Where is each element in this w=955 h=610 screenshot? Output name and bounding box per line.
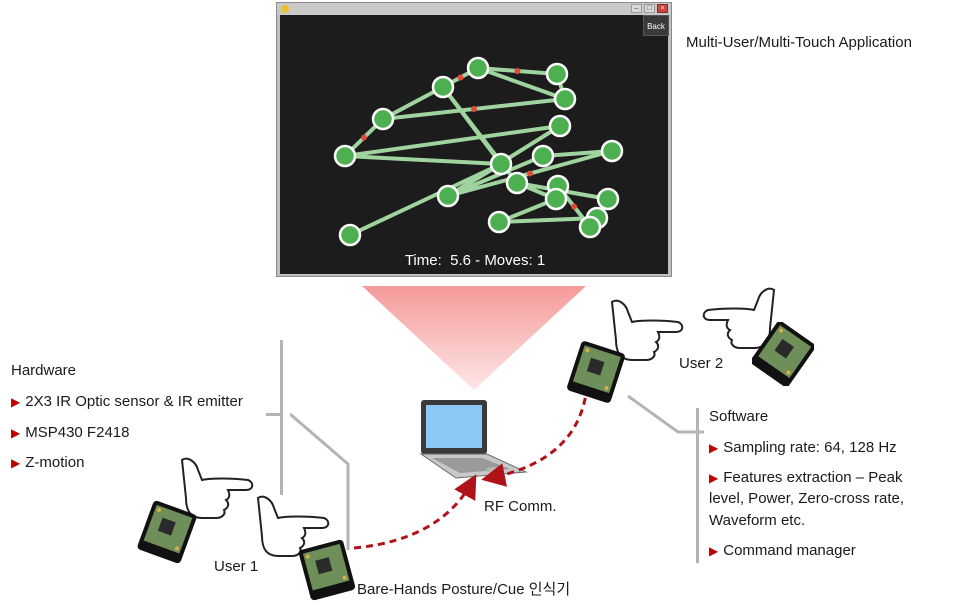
window-controls: – □ × [631,4,668,13]
graph-node[interactable] [489,152,513,176]
bullet-triangle-icon: ▶ [11,456,21,470]
projection-cone [362,286,586,390]
graph-node[interactable] [466,56,490,80]
software-item-continued: Waveform etc. [709,512,806,529]
graph-node[interactable] [436,184,460,208]
graph-node[interactable] [596,187,620,211]
moves-label: Moves: [484,252,533,269]
graph-node[interactable] [578,215,602,239]
software-bracket-line [696,408,699,563]
rf-comm-label: RF Comm. [484,498,557,515]
hand-pointing-icon [702,287,776,349]
sensor-board-icon [567,341,625,403]
bullet-triangle-icon: ▶ [709,544,719,558]
bullet-triangle-icon: ▶ [11,426,21,440]
graph-edge [542,149,613,158]
software-item-continued: level, Power, Zero-cross rate, [709,490,905,507]
time-label: Time: [404,252,442,269]
app-caption: Multi-User/Multi-Touch Application [686,34,912,51]
software-item: ▶Features extraction – Peak [709,469,903,486]
bullet-triangle-icon: ▶ [709,441,719,455]
minimize-icon[interactable]: – [631,4,642,13]
rf-arrows [353,385,589,550]
close-icon[interactable]: × [657,4,668,13]
graph-edge [477,66,566,101]
edge-crossing-marker [514,68,521,74]
hardware-item: ▶MSP430 F2418 [11,424,130,441]
sensor-board-icon [752,322,814,386]
graph-node[interactable] [600,139,624,163]
leader-line [627,394,704,434]
edge-crossing-marker [471,106,477,112]
user2-label: User 2 [679,355,724,372]
graph-node[interactable] [338,223,362,247]
node-graph[interactable] [280,15,668,274]
graph-edge [498,216,598,224]
graph-node[interactable] [545,62,569,86]
graph-node[interactable] [505,171,529,195]
software-item: ▶Command manager [709,542,856,559]
bullet-triangle-icon: ▶ [11,395,21,409]
moves-value: 1 [536,252,546,269]
hand-pointing-icon [256,495,330,557]
edge-crossing-marker [527,170,533,177]
hardware-bracket-tick [266,413,280,416]
graph-node[interactable] [544,187,568,211]
graph-node[interactable] [487,210,511,234]
software-heading: Software [709,408,769,425]
edge-crossing-marker [571,203,577,210]
graph-edge [382,85,444,121]
sensor-board-icon [298,539,356,601]
recognizer-label: Bare-Hands Posture/Cue 인식기 [357,581,571,598]
sensor-board-icon [137,500,197,564]
hand-pointing-icon [180,457,254,519]
hardware-heading: Hardware [11,362,77,379]
hardware-bracket-line [280,340,283,495]
edge-crossing-marker [457,74,464,81]
hardware-item: ▶Z-motion [11,454,85,471]
graph-node[interactable] [531,144,555,168]
app-window: – □ × Back Time: 5.6 - Moves: 1 [276,2,672,277]
graph-node[interactable] [548,114,572,138]
graph-node[interactable] [333,144,357,168]
graph-node[interactable] [431,75,455,99]
graph-edge [349,162,502,237]
graph-edge [447,154,544,198]
app-icon [281,5,289,13]
time-value: 5.6 [450,252,471,269]
hand-pointing-icon [610,299,684,361]
bullet-triangle-icon: ▶ [709,471,719,485]
software-item: ▶Sampling rate: 64, 128 Hz [709,439,897,456]
back-button[interactable]: Back [643,15,669,36]
hardware-item: ▶2X3 IR Optic sensor & IR emitter [11,393,243,410]
leader-line [290,412,350,550]
game-canvas[interactable] [280,15,668,274]
status-text: Time: 5.6 - Moves: 1 [404,252,546,269]
window-titlebar: – □ × [277,3,671,15]
graph-node[interactable] [371,107,395,131]
edge-crossing-marker [361,134,367,141]
graph-edge [344,154,502,166]
graph-node[interactable] [553,87,577,111]
maximize-icon[interactable]: □ [644,4,655,13]
user1-label: User 1 [214,558,259,575]
graph-edge [344,124,561,158]
